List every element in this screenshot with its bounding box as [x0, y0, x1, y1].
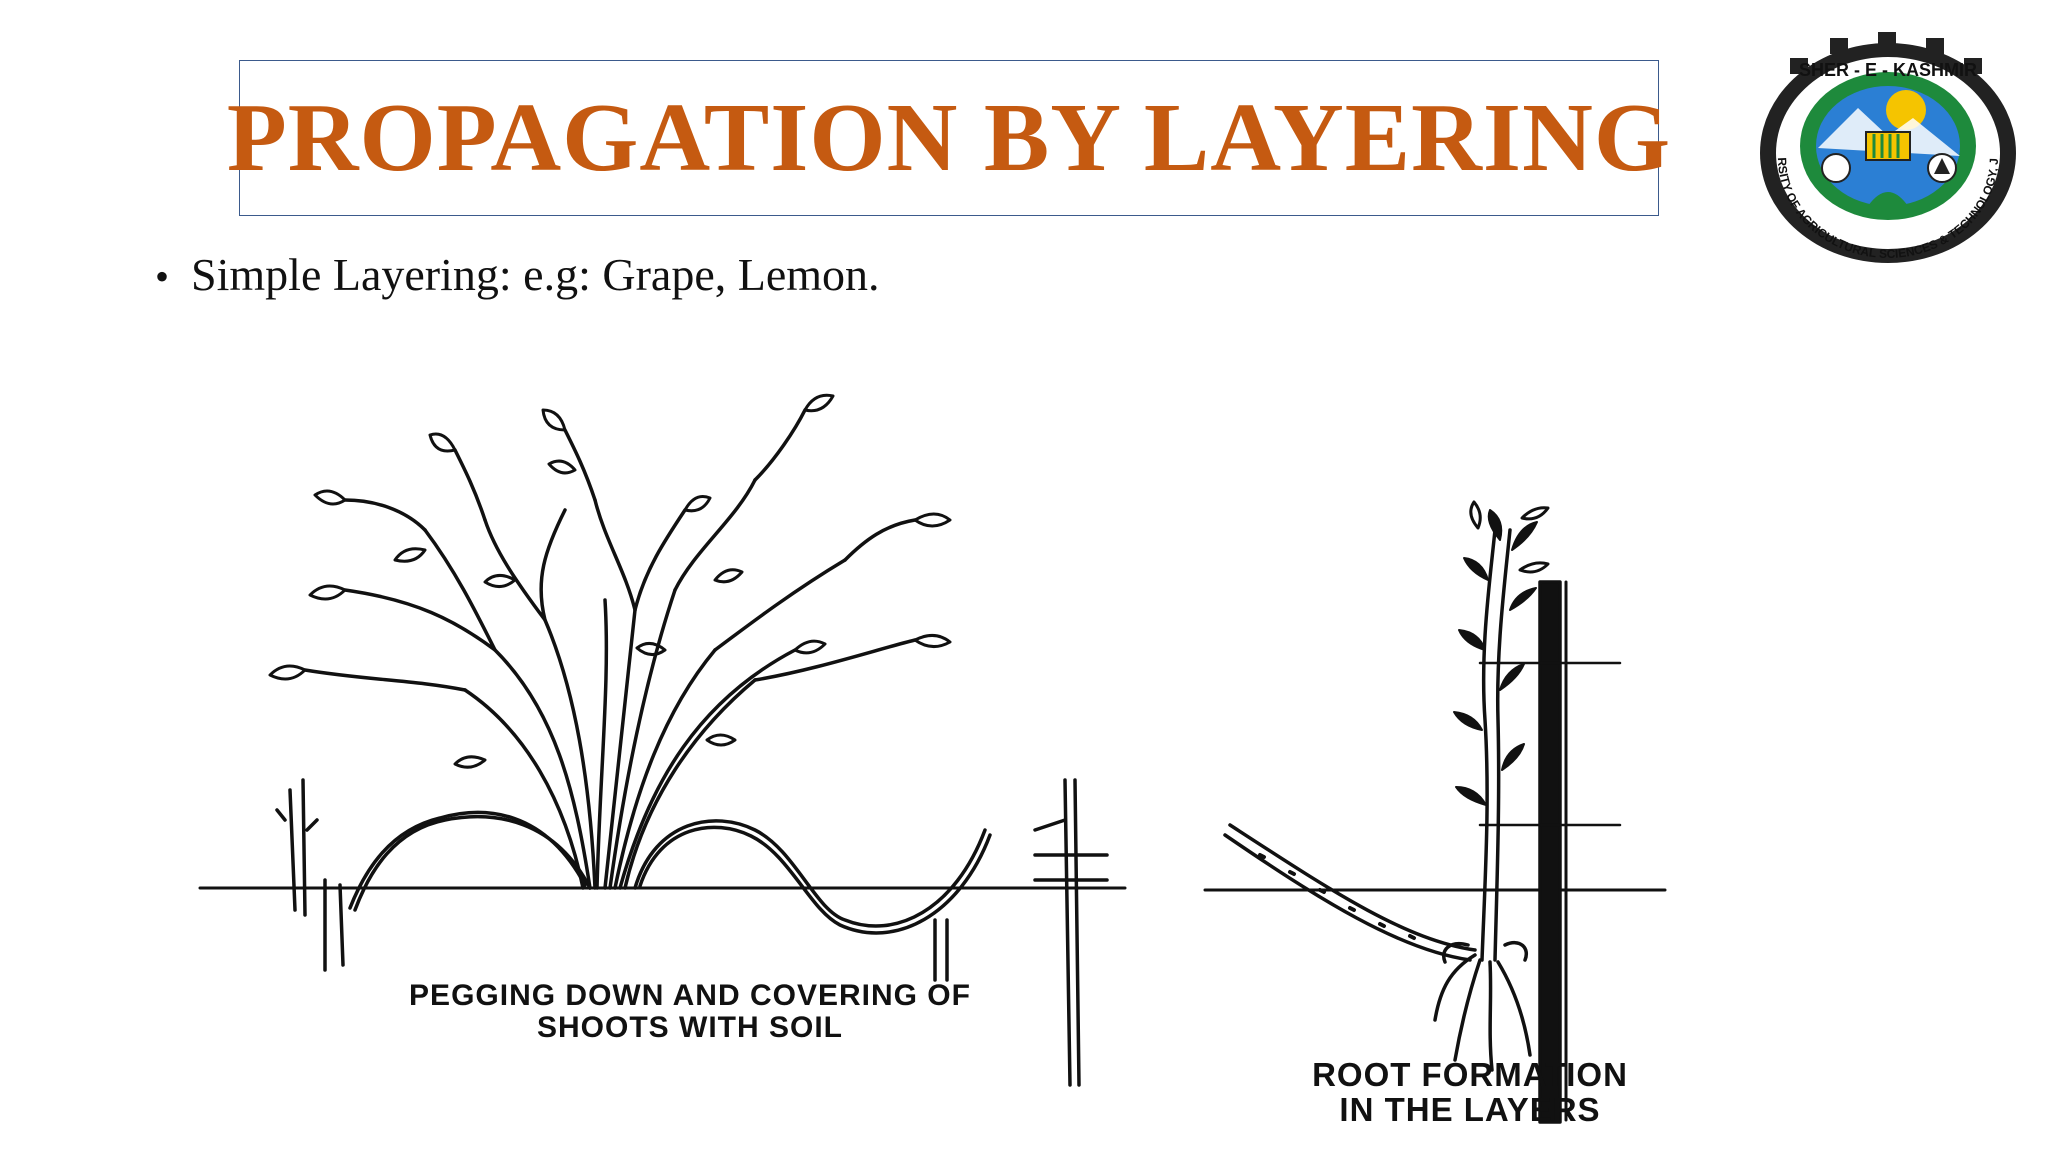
university-logo: SHER - E - KASHMIR UNIVERSITY OF AGRICUL…: [1738, 28, 2016, 263]
right-figure-caption: ROOT FORMATION IN THE LAYERS: [1270, 1056, 1670, 1128]
right-caption-line1: ROOT FORMATION: [1312, 1056, 1628, 1093]
logo-top-text: SHER - E - KASHMIR: [1799, 60, 1977, 80]
bullet-dot: •: [155, 254, 170, 299]
bullet-text: Simple Layering: e.g: Grape, Lemon.: [191, 249, 880, 300]
root-formation-illustration: [1203, 500, 1667, 1124]
slide-title: PROPAGATION BY LAYERING: [226, 84, 1672, 192]
bullet-item: • Simple Layering: e.g: Grape, Lemon.: [155, 248, 880, 301]
right-caption-line2: IN THE LAYERS: [1339, 1090, 1601, 1128]
left-caption-line2: SHOOTS WITH SOIL: [537, 1010, 843, 1044]
left-figure-caption: PEGGING DOWN AND COVERING OF SHOOTS WITH…: [330, 980, 1050, 1043]
left-caption-line1: PEGGING DOWN AND COVERING OF: [409, 979, 971, 1012]
title-frame: PROPAGATION BY LAYERING: [227, 60, 1670, 216]
simple-layering-illustration: [198, 393, 1127, 1087]
